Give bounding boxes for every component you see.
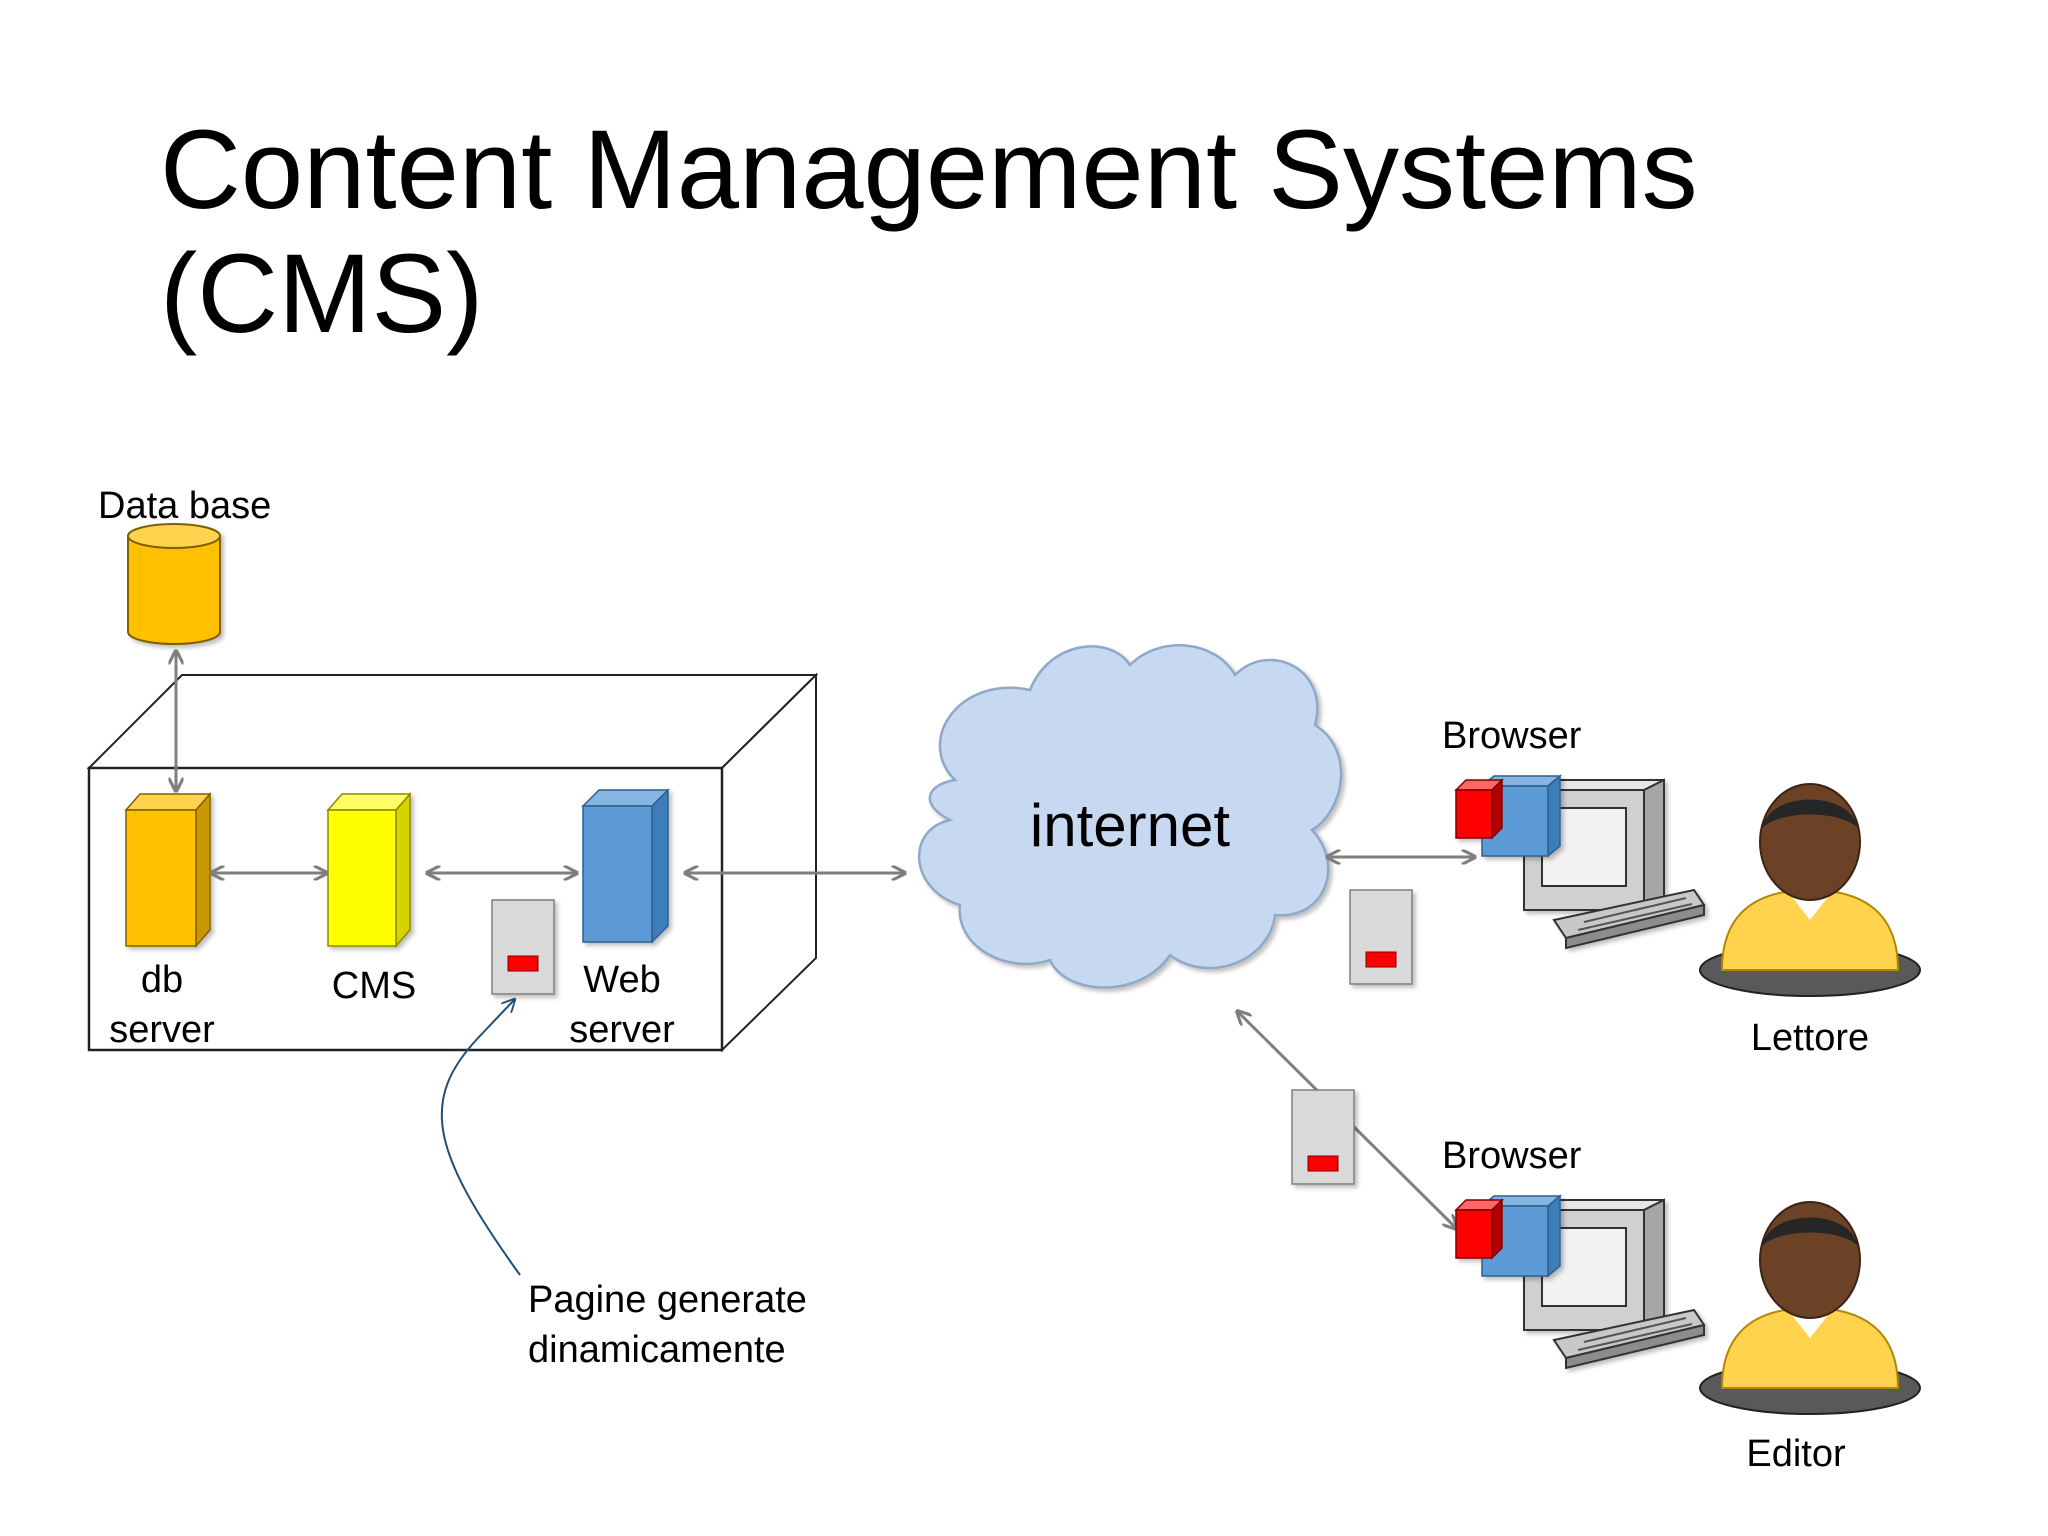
- annotation-label-line-1: Pagine generate: [528, 1279, 807, 1321]
- slide-title-line-1: Content Management Systems: [160, 107, 1698, 232]
- database-label: Data base: [98, 485, 271, 527]
- web-server-tower-icon: [581, 788, 670, 944]
- internal-connection-arrows: [176, 652, 904, 873]
- person-icon: [1699, 1201, 1921, 1415]
- db-server-label-line-2: server: [109, 1009, 215, 1051]
- annotation-label-line-2: dinamicamente: [528, 1329, 786, 1371]
- reader-label: Lettore: [1751, 1017, 1869, 1059]
- database-cylinder-icon: [127, 523, 221, 645]
- annotation-arrow: [440, 1000, 521, 1276]
- web-page-icon: [491, 899, 555, 995]
- db-server-label-line-1: db: [141, 959, 183, 1001]
- db-server-tower-icon: [124, 792, 212, 948]
- web-server-label-line-1: Web: [583, 959, 660, 1001]
- browser-top-label: Browser: [1442, 715, 1582, 757]
- cms-server-tower-icon: [326, 792, 412, 948]
- web-server-label-line-2: server: [569, 1009, 675, 1051]
- person-icon: [1699, 783, 1921, 997]
- server-enclosure-box: [86, 672, 819, 1053]
- web-page-icon: [1291, 1089, 1355, 1185]
- cms-label: CMS: [332, 965, 416, 1007]
- internet-label: internet: [1030, 792, 1230, 859]
- browser-icon: [1454, 1194, 1563, 1278]
- web-page-icon: [1349, 889, 1413, 985]
- editor-label: Editor: [1746, 1433, 1846, 1475]
- slide-title-line-2: (CMS): [160, 231, 484, 356]
- cloud-icon: [917, 644, 1343, 989]
- browser-icon: [1454, 774, 1563, 858]
- slide-title: Content Management Systems (CMS): [160, 108, 1698, 356]
- browser-bottom-label: Browser: [1442, 1135, 1582, 1177]
